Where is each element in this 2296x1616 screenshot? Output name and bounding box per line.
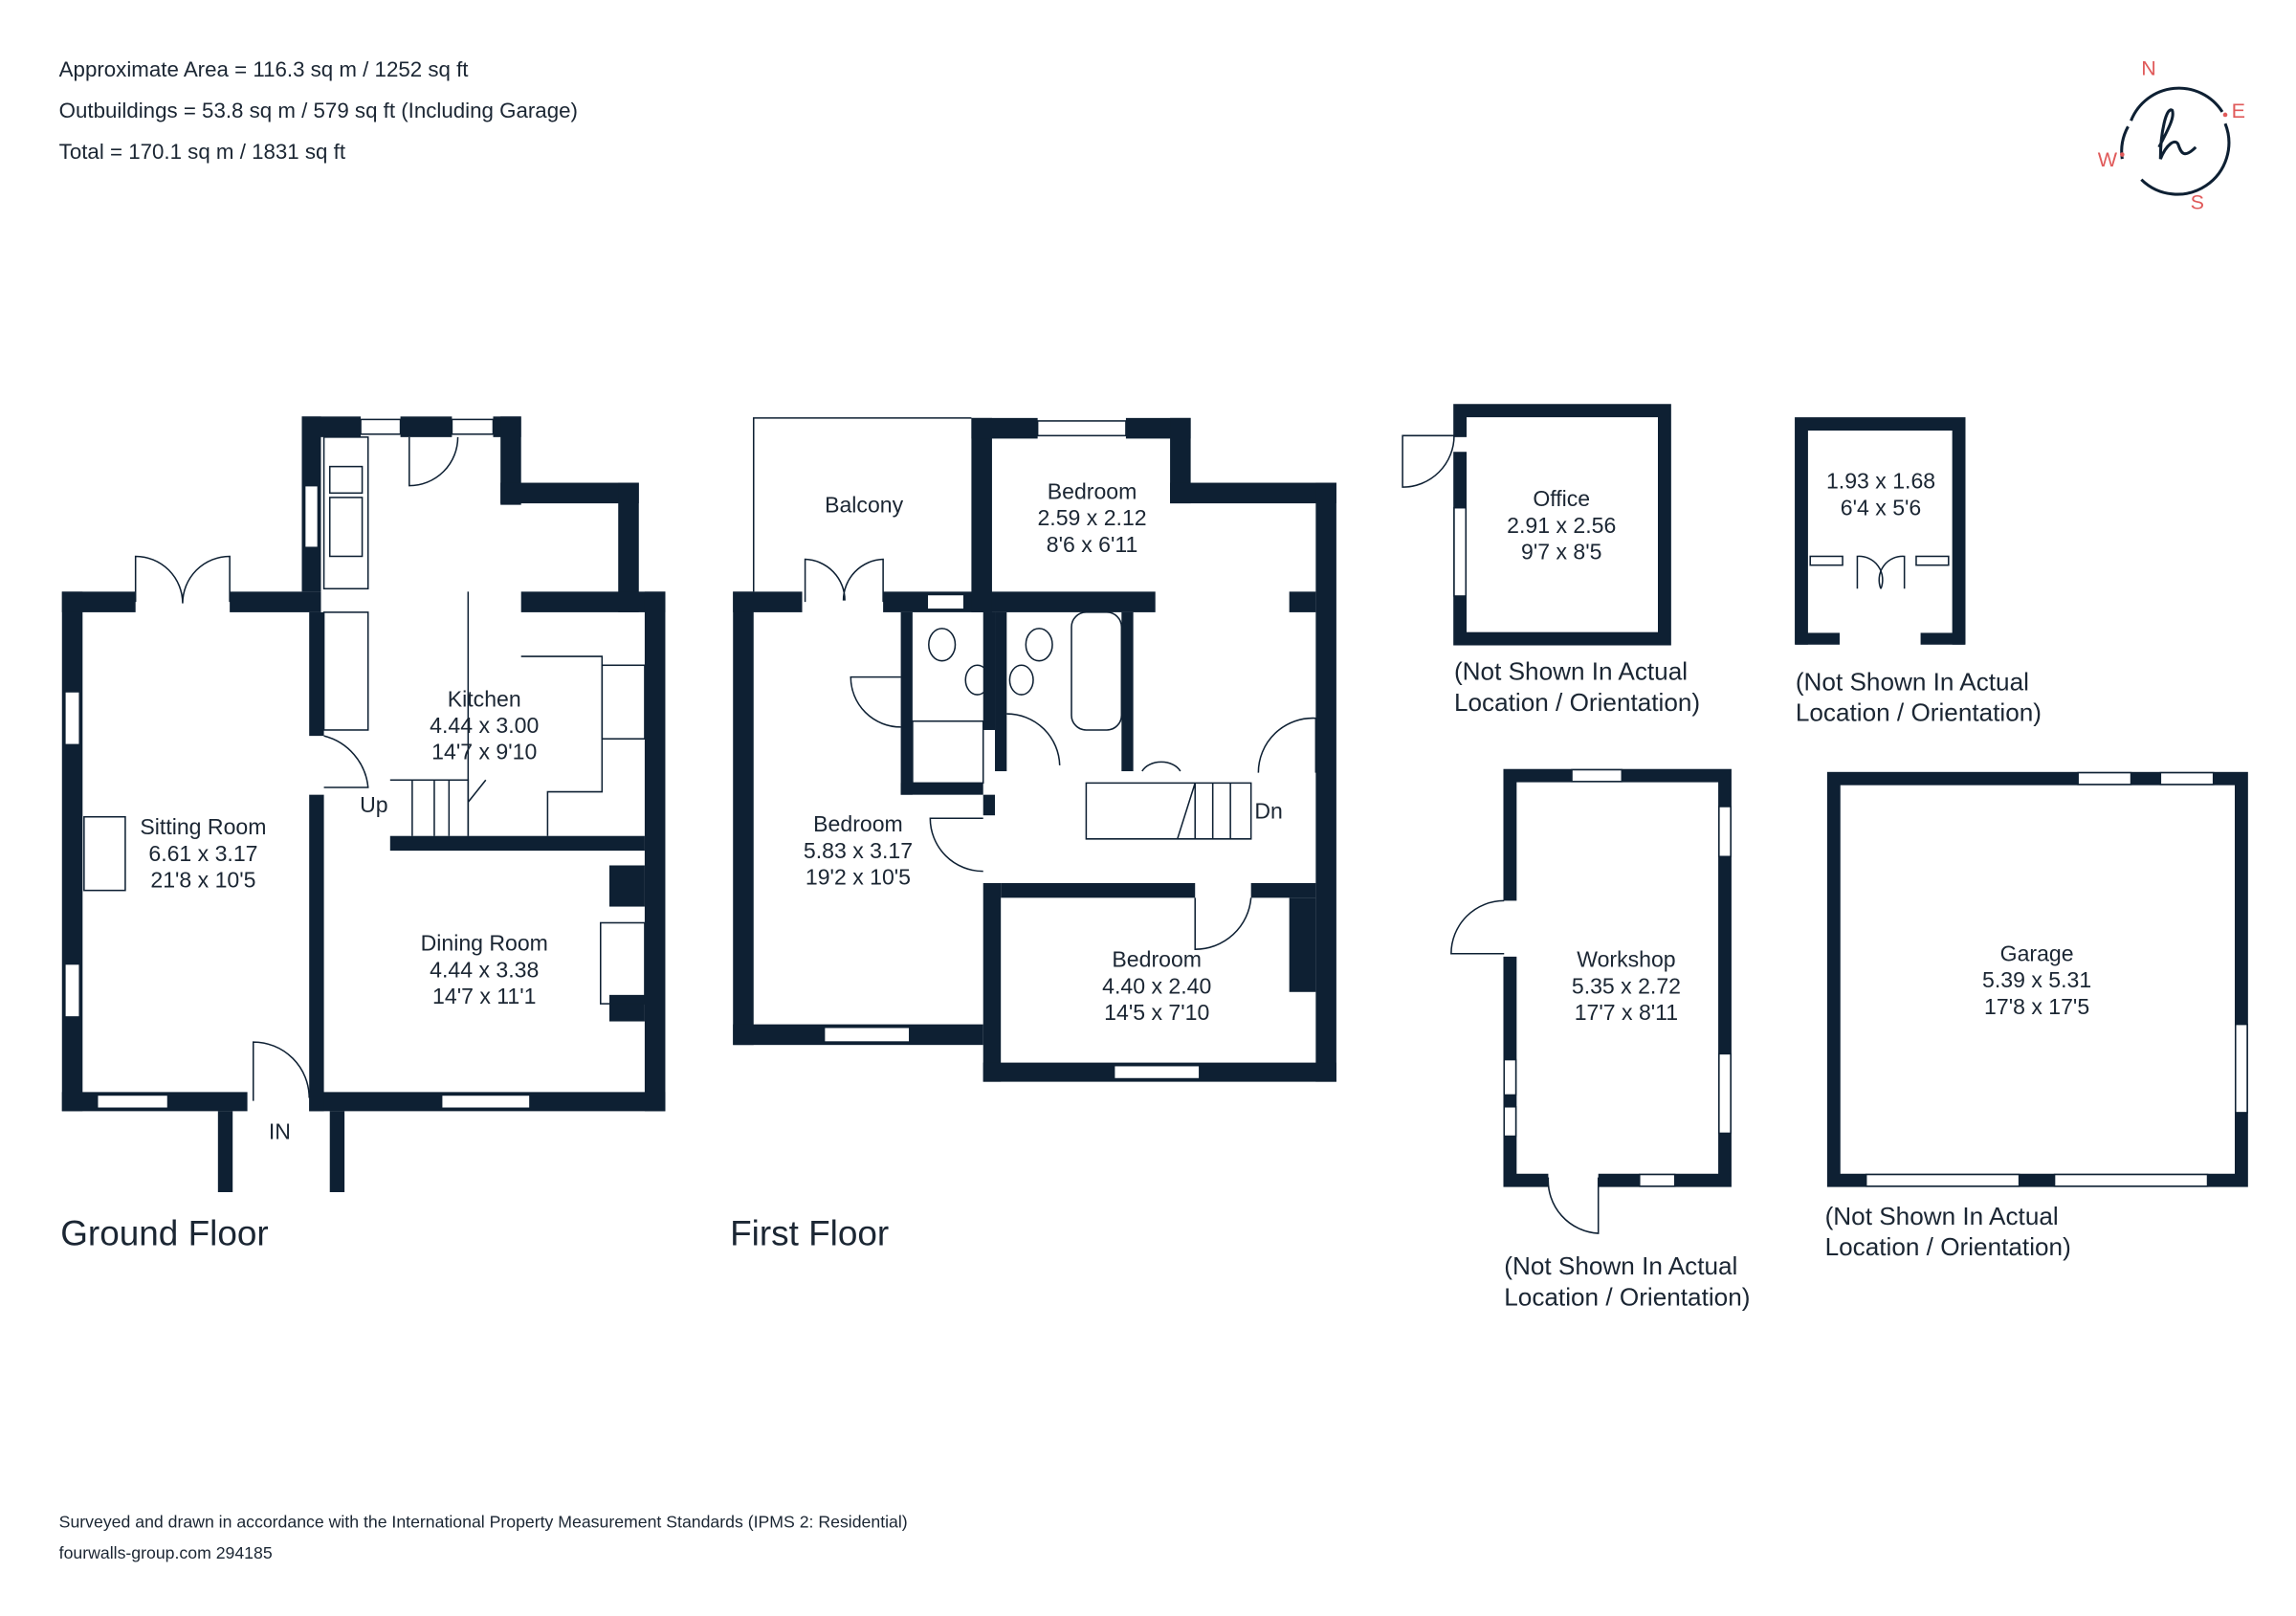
garage-plan: Garage 5.39 x 5.31 17'8 x 17'5 (Not Show… (1825, 771, 2248, 1261)
office-metric: 2.91 x 2.56 (1507, 513, 1616, 538)
bedroom-1-metric: 2.59 x 2.12 (1037, 505, 1146, 530)
entrance-label: IN (269, 1119, 291, 1144)
garage-imperial: 17'8 x 17'5 (1984, 994, 2089, 1019)
dining-room-name: Dining Room (421, 931, 548, 956)
ground-floor-plan: Kitchen 4.44 x 3.00 14'7 x 9'10 Sitting … (60, 416, 666, 1252)
office-note-1: (Not Shown In Actual (1454, 657, 1688, 686)
stairs-up-label: Up (360, 792, 387, 817)
bedroom-2-imperial: 19'2 x 10'5 (806, 864, 911, 889)
sitting-room-metric: 6.61 x 3.17 (148, 841, 257, 866)
store-metric: 1.93 x 1.68 (1826, 469, 1935, 494)
balcony-label: Balcony (825, 492, 904, 517)
bedroom-2-name: Bedroom (813, 811, 903, 836)
outbuildings-text: Outbuildings = 53.8 sq m / 579 sq ft (In… (59, 99, 578, 122)
workshop-note-1: (Not Shown In Actual (1504, 1251, 1737, 1280)
stairs-down-label: Dn (1254, 798, 1282, 823)
garage-name: Garage (2000, 941, 2074, 965)
compass-south: S (2191, 190, 2204, 213)
store-note-2: Location / Orientation) (1796, 698, 2042, 727)
compass-north: N (2141, 56, 2156, 79)
store-imperial: 6'4 x 5'6 (1841, 495, 1921, 520)
sitting-room-imperial: 21'8 x 10'5 (150, 868, 255, 893)
compass-logo-icon: N E W S (2098, 56, 2245, 213)
bedroom-3-imperial: 14'5 x 7'10 (1104, 1000, 1209, 1025)
standards-text: Surveyed and drawn in accordance with th… (59, 1513, 908, 1532)
store-note-1: (Not Shown In Actual (1796, 667, 2029, 696)
garage-note-2: Location / Orientation) (1825, 1232, 2071, 1261)
ground-floor-title: Ground Floor (60, 1213, 268, 1252)
office-name: Office (1533, 486, 1590, 511)
kitchen-imperial: 14'7 x 9'10 (431, 740, 537, 764)
garage-metric: 5.39 x 5.31 (1982, 967, 2091, 992)
compass-east: E (2232, 100, 2245, 122)
total-text: Total = 170.1 sq m / 1831 sq ft (59, 140, 346, 164)
office-note-2: Location / Orientation) (1454, 688, 1700, 717)
bedroom-3-name: Bedroom (1112, 947, 1202, 972)
dining-room-imperial: 14'7 x 11'1 (432, 984, 536, 1008)
office-plan: Office 2.91 x 2.56 9'7 x 8'5 (Not Shown … (1402, 404, 1700, 717)
office-imperial: 9'7 x 8'5 (1521, 540, 1601, 564)
bedroom-2-metric: 5.83 x 3.17 (804, 838, 913, 863)
bedroom-3-metric: 4.40 x 2.40 (1102, 973, 1211, 998)
reference-text: fourwalls-group.com 294185 (59, 1543, 273, 1562)
bedroom-1-imperial: 8'6 x 6'11 (1047, 532, 1138, 557)
garage-note-1: (Not Shown In Actual (1825, 1202, 2059, 1230)
kitchen-metric: 4.44 x 3.00 (430, 713, 539, 738)
first-floor-plan: Balcony Bedroom 2.59 x 2.12 8'6 x 6'11 B… (730, 417, 1336, 1252)
workshop-metric: 5.35 x 2.72 (1572, 973, 1681, 998)
bedroom-1-name: Bedroom (1048, 478, 1137, 503)
workshop-plan: Workshop 5.35 x 2.72 17'7 x 8'11 (Not Sh… (1450, 768, 1750, 1311)
store-plan: 1.93 x 1.68 6'4 x 5'6 (Not Shown In Actu… (1795, 417, 2042, 727)
area-text: Approximate Area = 116.3 sq m / 1252 sq … (59, 57, 470, 81)
workshop-name: Workshop (1577, 947, 1675, 972)
kitchen-name: Kitchen (448, 686, 521, 711)
first-floor-title: First Floor (730, 1213, 889, 1252)
workshop-note-2: Location / Orientation) (1504, 1282, 1750, 1311)
sitting-room-name: Sitting Room (140, 814, 266, 839)
compass-west: W (2098, 148, 2118, 171)
dining-room-metric: 4.44 x 3.38 (430, 957, 539, 982)
workshop-imperial: 17'7 x 8'11 (1575, 1000, 1678, 1025)
